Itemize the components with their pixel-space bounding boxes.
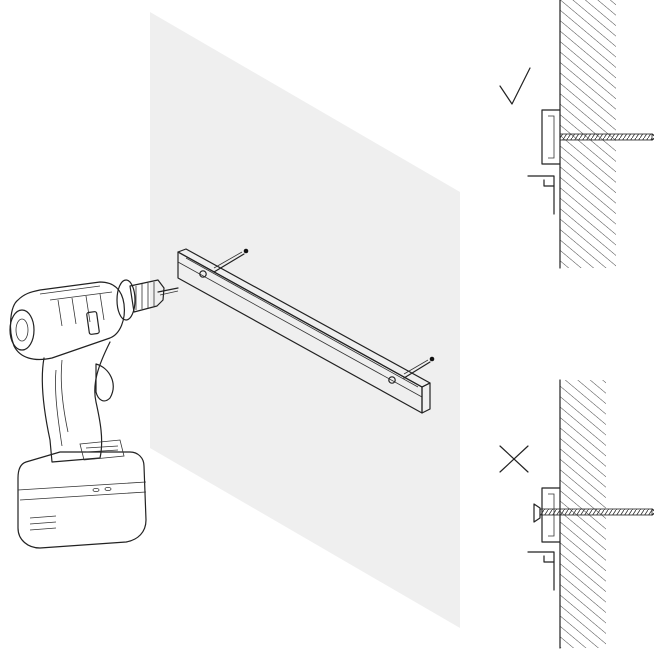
cross-mark-icon xyxy=(499,445,529,473)
wall-screw-left-icon xyxy=(213,248,249,273)
wall-panel xyxy=(150,12,460,628)
incorrect-install-detail xyxy=(527,379,654,649)
check-mark-icon xyxy=(499,67,531,105)
wall-screw-right-icon xyxy=(403,356,435,379)
cordless-drill-icon xyxy=(9,279,179,549)
mounting-rail-icon xyxy=(177,248,431,414)
correct-install-detail xyxy=(527,0,654,269)
